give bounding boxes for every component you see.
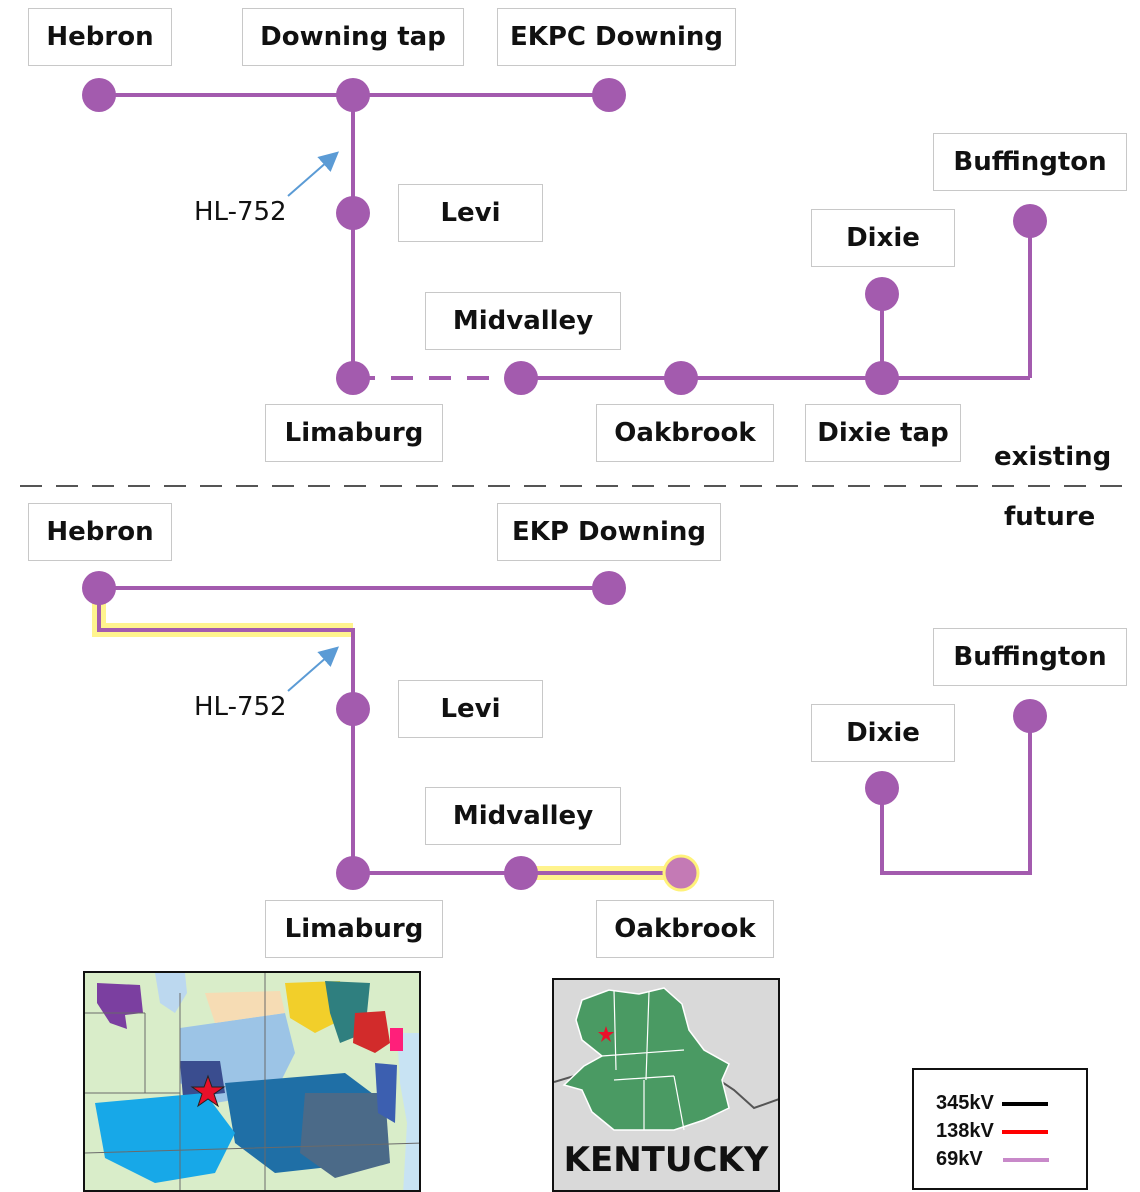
station-name: Levi	[440, 694, 501, 724]
station-label-ekpc-downing: EKPC Downing	[497, 8, 736, 66]
station-name: Dixie tap	[817, 418, 949, 448]
station-name: Midvalley	[452, 306, 594, 336]
station-label-dixie: Dixie	[811, 209, 955, 267]
station-name: Oakbrook	[614, 914, 756, 944]
future-network	[82, 571, 1047, 892]
station-label-dixie-tap: Dixie tap	[805, 404, 961, 462]
node-buffington	[1013, 204, 1047, 238]
station-label-buffington-future: Buffington	[933, 628, 1127, 686]
legend-swatch-138kv	[1001, 1129, 1048, 1134]
hl752-arrow-future	[287, 646, 340, 692]
station-name: Buffington	[953, 642, 1107, 672]
station-label-dixie-future: Dixie	[811, 704, 955, 762]
station-name: Hebron	[46, 22, 154, 52]
station-name: Downing tap	[260, 22, 446, 52]
node-levi-future	[336, 692, 370, 726]
station-label-midvalley: Midvalley	[425, 292, 621, 350]
node-oakbrook-future	[662, 854, 700, 892]
node-levi	[336, 196, 370, 230]
ky-location-star	[598, 1026, 614, 1042]
section-label-future: future	[1004, 502, 1096, 532]
node-oakbrook	[664, 361, 698, 395]
kentucky-map: KENTUCKY	[552, 978, 780, 1192]
node-dixie	[865, 277, 899, 311]
node-dixie-future	[865, 771, 899, 805]
node-hebron-future	[82, 571, 116, 605]
node-midvalley	[504, 361, 538, 395]
station-name: Limaburg	[284, 914, 424, 944]
station-name: EKP Downing	[511, 517, 707, 547]
node-ekp-downing	[592, 571, 626, 605]
station-name: Hebron	[46, 517, 154, 547]
legend-label: 345kV	[936, 1092, 994, 1114]
legend-item-69kv: 69kV	[936, 1148, 1049, 1171]
hl752-arrow	[287, 151, 340, 197]
regional-map-graphic	[85, 973, 419, 1190]
station-label-limaburg: Limaburg	[265, 404, 443, 462]
highlight-hebron-limaburg-route	[92, 588, 353, 637]
location-star	[190, 1074, 226, 1108]
station-label-hebron-future: Hebron	[28, 503, 172, 561]
station-label-oakbrook-future: Oakbrook	[596, 900, 774, 958]
station-name: Dixie	[846, 718, 920, 748]
legend-label: 138kV	[936, 1120, 994, 1142]
station-label-levi: Levi	[398, 184, 543, 242]
node-dixie-tap	[865, 361, 899, 395]
line-dixie-buffington	[880, 716, 1032, 875]
legend-item-345kv: 345kV	[936, 1092, 1048, 1115]
kentucky-label: KENTUCKY	[563, 1140, 769, 1180]
station-name: Levi	[440, 198, 501, 228]
station-label-downing-tap: Downing tap	[242, 8, 464, 66]
kentucky-map-graphic	[554, 980, 778, 1190]
existing-network	[82, 78, 1047, 395]
voltage-legend: 345kV 138kV 69kV	[912, 1068, 1088, 1190]
line-label-hl752-future: HL-752	[194, 692, 287, 722]
node-midvalley-future	[504, 856, 538, 890]
legend-label: 69kV	[936, 1148, 983, 1170]
node-ekpc-downing	[592, 78, 626, 112]
regional-service-map	[83, 971, 421, 1192]
station-name: Dixie	[846, 223, 920, 253]
station-name: Buffington	[953, 147, 1107, 177]
legend-item-138kv: 138kV	[936, 1120, 1048, 1143]
line-label-hl752: HL-752	[194, 197, 287, 227]
node-limaburg	[336, 361, 370, 395]
station-label-limaburg-future: Limaburg	[265, 900, 443, 958]
station-name: Oakbrook	[614, 418, 756, 448]
line-hebron-limaburg	[97, 588, 355, 873]
station-label-hebron: Hebron	[28, 8, 172, 66]
station-label-ekp-downing: EKP Downing	[497, 503, 721, 561]
node-buffington-future	[1013, 699, 1047, 733]
station-label-midvalley-future: Midvalley	[425, 787, 621, 845]
station-name: EKPC Downing	[509, 22, 724, 52]
station-label-levi-future: Levi	[398, 680, 543, 738]
station-name: Midvalley	[452, 801, 594, 831]
legend-swatch-345kv	[1001, 1101, 1048, 1106]
legend-swatch-69kv	[1002, 1157, 1049, 1162]
node-downing-tap	[336, 78, 370, 112]
node-hebron	[82, 78, 116, 112]
node-limaburg-future	[336, 856, 370, 890]
section-label-existing: existing	[994, 442, 1112, 472]
station-name: Limaburg	[284, 418, 424, 448]
station-label-buffington: Buffington	[933, 133, 1127, 191]
station-label-oakbrook: Oakbrook	[596, 404, 774, 462]
